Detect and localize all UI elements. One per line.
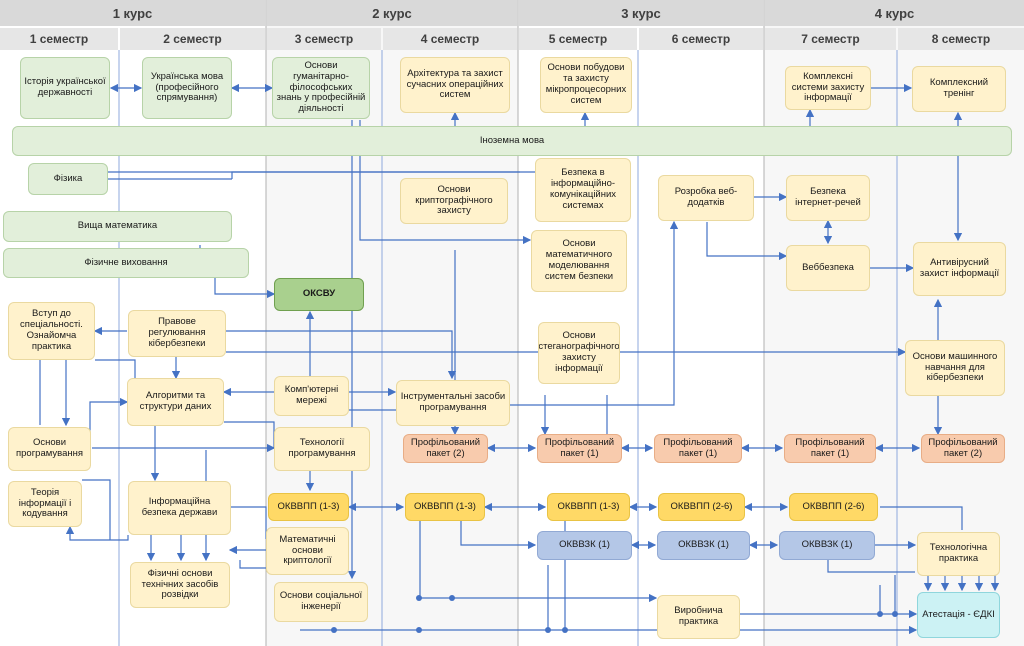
- course-stegano[interactable]: Основи стеганографічного захисту інформа…: [538, 322, 620, 384]
- course-fiz-rozvidky[interactable]: Фізичні основи технічних засобів розвідк…: [130, 562, 230, 608]
- semester-header-1: 1 семестр: [0, 28, 118, 50]
- course-pravove[interactable]: Правове регулювання кібербезпеки: [128, 310, 226, 357]
- course-iot[interactable]: Безпека інтернет-речей: [786, 175, 870, 221]
- course-info-bezpeka[interactable]: Інформаційна безпека держави: [128, 481, 231, 535]
- course-mat-kripto[interactable]: Математичні основи криптології: [266, 527, 349, 575]
- okvvzk-s6[interactable]: ОКВВЗК (1): [657, 531, 750, 560]
- course-mat-model[interactable]: Основи математичного моделювання систем …: [531, 230, 627, 292]
- course-istoriia[interactable]: Історія української державності: [20, 57, 110, 119]
- course-mash-navch[interactable]: Основи машинного навчання для кібербезпе…: [905, 340, 1005, 396]
- course-kompl-trening[interactable]: Комплексний тренінг: [912, 66, 1006, 112]
- course-vebbezpeka[interactable]: Веббезпека: [786, 245, 870, 291]
- package-profiled-s5[interactable]: Профільований пакет (1): [537, 434, 622, 463]
- course-veb-dodatky[interactable]: Розробка веб-додатків: [658, 175, 754, 221]
- course-teoriia-inf[interactable]: Теорія інформації і кодування: [8, 481, 82, 527]
- course-instrumentalni[interactable]: Інструментальні засоби програмування: [396, 380, 510, 426]
- course-soc-inzh[interactable]: Основи соціальної інженерії: [274, 582, 368, 622]
- year-header-2: 2 курс: [267, 0, 517, 26]
- year-header-1: 1 курс: [0, 0, 265, 26]
- semester-header-4: 4 семестр: [383, 28, 517, 50]
- okvvpp-s4[interactable]: ОКВВПП (1-3): [405, 493, 485, 521]
- package-profiled-s7[interactable]: Профільований пакет (1): [784, 434, 876, 463]
- oksvu-box[interactable]: ОКСВУ: [274, 278, 364, 311]
- okvvzk-s5[interactable]: ОКВВЗК (1): [537, 531, 632, 560]
- okvvpp-s3[interactable]: ОКВВПП (1-3): [268, 493, 349, 521]
- semester-header-6: 6 семестр: [639, 28, 763, 50]
- course-algorytmy[interactable]: Алгоритми та структури даних: [127, 378, 224, 426]
- course-osn-prog[interactable]: Основи програмування: [8, 427, 91, 471]
- course-bezpeka-ikc[interactable]: Безпека в інформаційно-комунікаційних си…: [535, 158, 631, 222]
- course-tekh-praktyka[interactable]: Технологічна практика: [917, 532, 1000, 576]
- course-mikroproc[interactable]: Основи побудови та захисту мікропроцесор…: [540, 57, 632, 113]
- course-atestatsiia[interactable]: Атестація - ЄДКІ: [917, 592, 1000, 638]
- year-header-4: 4 курс: [765, 0, 1024, 26]
- semester-header-3: 3 семестр: [267, 28, 381, 50]
- course-fizyka[interactable]: Фізика: [28, 163, 108, 195]
- course-osnovy-gum[interactable]: Основи гуманітарно-філософських знань у …: [272, 57, 370, 119]
- semester-header-2: 2 семестр: [120, 28, 265, 50]
- course-kripto[interactable]: Основи криптографічного захисту: [400, 178, 508, 224]
- package-profiled-s6[interactable]: Профільований пакет (1): [654, 434, 742, 463]
- course-arkhitektura[interactable]: Архітектура та захист сучасних операційн…: [400, 57, 510, 113]
- course-fiz-vykh[interactable]: Фізичне виховання: [3, 248, 249, 278]
- year-header-3: 3 курс: [519, 0, 763, 26]
- semester-header-8: 8 семестр: [898, 28, 1024, 50]
- course-vyshcha-mat[interactable]: Вища математика: [3, 211, 232, 242]
- course-antyvirus[interactable]: Антивірусний захист інформації: [913, 242, 1006, 296]
- course-kompleksni[interactable]: Комплексні системи захисту інформації: [785, 66, 871, 110]
- course-inozemna[interactable]: Іноземна мова: [12, 126, 1012, 156]
- okvvzk-s7[interactable]: ОКВВЗК (1): [779, 531, 875, 560]
- okvvpp-s7[interactable]: ОКВВПП (2-6): [789, 493, 878, 521]
- course-tekh-prog[interactable]: Технології програмування: [274, 427, 370, 471]
- okvvpp-s6[interactable]: ОКВВПП (2-6): [658, 493, 745, 521]
- course-merezhi[interactable]: Комп'ютерні мережі: [274, 376, 349, 416]
- semester-header-5: 5 семестр: [519, 28, 637, 50]
- course-vyrob-praktyka[interactable]: Виробнича практика: [657, 595, 740, 639]
- course-vstup[interactable]: Вступ до спеціальності. Ознайомча практи…: [8, 302, 95, 360]
- okvvpp-s5[interactable]: ОКВВПП (1-3): [547, 493, 630, 521]
- course-ukr-mova[interactable]: Українська мова (професійного спрямуванн…: [142, 57, 232, 119]
- semester-header-7: 7 семестр: [765, 28, 896, 50]
- package-profiled-s4[interactable]: Профільований пакет (2): [403, 434, 488, 463]
- package-profiled-s8[interactable]: Профільований пакет (2): [921, 434, 1005, 463]
